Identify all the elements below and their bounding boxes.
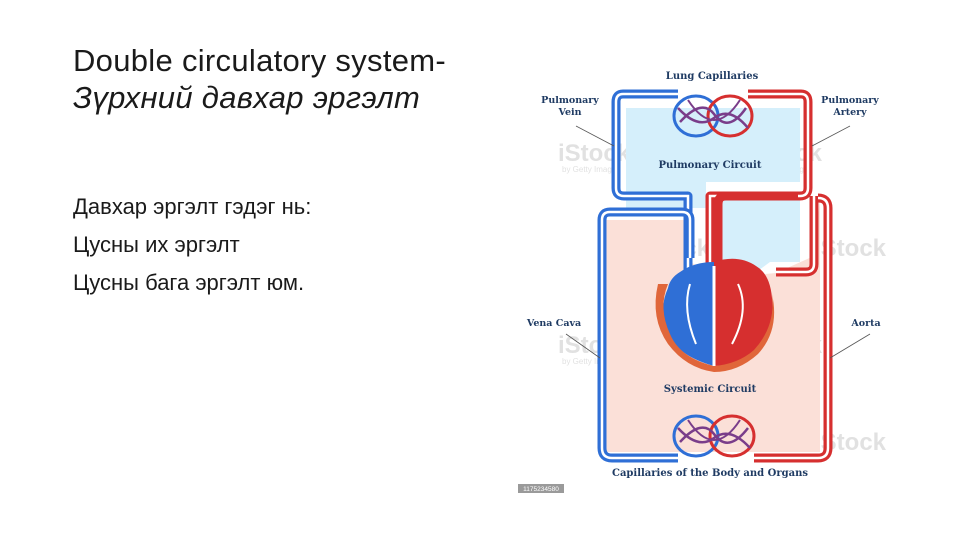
label-capillaries-body: Capillaries of the Body and Organs [612, 468, 808, 479]
leader-lines [565, 125, 871, 359]
leader-lines-part-13 [829, 333, 871, 359]
leader-lines-part-11 [811, 125, 851, 147]
label-pulmonary-vein-1: Pulmonary [541, 95, 599, 106]
lung-capillaries-part-1 [706, 94, 754, 138]
pulmonary-vein-inner [614, 92, 690, 300]
stock-id-text: 1175234580 [523, 486, 559, 493]
body-capillaries-part-6 [708, 414, 756, 458]
label-pulmonary-circuit: Pulmonary Circuit [659, 160, 762, 171]
circulation-diagram-svg: iStock iStock iStock iStock iStock iStoc… [518, 71, 887, 493]
heart-outer-right [655, 284, 714, 372]
pulmonary-region [626, 108, 800, 208]
body-capillaries-part-9 [687, 419, 741, 441]
heart-flow-arrow-left [731, 283, 744, 345]
watermark-sub-1: by Getty Images [562, 165, 620, 174]
pulmonary-return-vessel [713, 191, 798, 280]
label-aorta: Aorta [850, 318, 880, 329]
label-vena-cava: Vena Cava [526, 318, 581, 329]
lung-capillaries [672, 94, 754, 138]
lung-capillaries-part-4 [687, 99, 741, 121]
aorta-inner [754, 196, 830, 460]
body-line-3: Цусны бага эргэлт юм. [73, 270, 305, 295]
heart-outer-left [714, 294, 775, 372]
watermark-sub-3: by Getty Images [562, 357, 620, 366]
aortic-arch-inner [776, 196, 816, 274]
label-systemic-circuit: Systemic Circuit [664, 384, 757, 395]
label-pulmonary-artery-2: Artery [832, 107, 867, 118]
lung-capillaries-part-3 [679, 106, 748, 124]
heart [655, 258, 775, 372]
pulmonary-artery-inner [708, 92, 810, 300]
leader-lines-part-10 [575, 125, 615, 147]
body-text: Давхар эргэлт гэдэг нь: Цусны их эргэлт … [73, 188, 493, 302]
title-line-mongolian: Зүрхний давхар эргэлт [73, 80, 421, 115]
heart-flow-arrow-right [686, 283, 697, 345]
body-capillaries-part-8 [679, 426, 749, 444]
stock-id-bar [518, 484, 564, 493]
label-pulmonary-vein-2: Vein [557, 107, 581, 118]
vena-cava-inner [600, 210, 692, 460]
body-capillaries [672, 414, 756, 458]
leader-lines-part-12 [565, 333, 601, 359]
pulmonary-region-right [722, 193, 800, 278]
circulation-diagram: iStock iStock iStock iStock iStock iStoc… [518, 48, 910, 496]
label-lung-capillaries: Lung Capillaries [666, 71, 759, 82]
title-line-english: Double circulatory system- [73, 43, 447, 78]
label-pulmonary-artery-1: Pulmonary [821, 95, 879, 106]
body-line-2: Цусны их эргэлт [73, 232, 240, 257]
slide-title: Double circulatory system- Зүрхний давха… [73, 42, 513, 116]
body-line-1: Давхар эргэлт гэдэг нь: [73, 194, 312, 219]
